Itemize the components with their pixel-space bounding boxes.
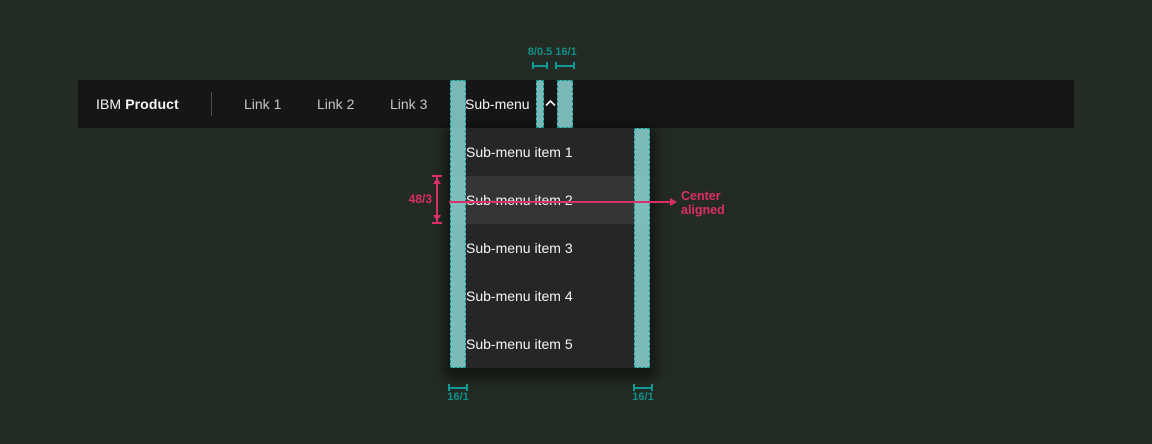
nav-link-3[interactable]: Link 3 (390, 96, 428, 112)
brand-product-name: Product (125, 96, 179, 112)
spacing-label-chevron-padding: 16/1 (555, 46, 577, 58)
spacing-strip-menu-left-padding (450, 80, 466, 368)
height-measure-arrow-down-icon (433, 215, 441, 221)
measure-bracket-top-gap (532, 62, 548, 69)
submenu-item-1[interactable]: Sub-menu item 1 (466, 144, 573, 160)
center-aligned-label: Center aligned (681, 189, 725, 217)
spacing-strip-text-to-chevron (536, 80, 544, 128)
nav-link-1[interactable]: Link 1 (244, 96, 282, 112)
nav-link-2[interactable]: Link 2 (317, 96, 355, 112)
submenu-item-2[interactable]: Sub-menu item 2 (450, 176, 650, 224)
brand-prefix: IBM (96, 96, 126, 112)
header-divider (211, 92, 212, 116)
submenu-item-3[interactable]: Sub-menu item 3 (466, 240, 573, 256)
spacing-label-text-to-chevron: 8/0.5 (527, 46, 553, 58)
center-aligned-label-line1: Center (681, 189, 721, 203)
callout-arrow-right-icon (670, 198, 677, 206)
chevron-up-icon[interactable] (545, 99, 556, 107)
height-measure-line (436, 176, 438, 224)
spacing-strip-menu-right-padding (634, 128, 650, 368)
measure-bracket-bottom-left (448, 384, 468, 391)
height-measure-arrow-up-icon (433, 178, 441, 184)
measure-bracket-bottom-right (633, 384, 653, 391)
item-height-label: 48/3 (408, 192, 432, 206)
height-measure-cap-bottom (432, 222, 442, 224)
submenu-trigger[interactable]: Sub-menu (465, 96, 530, 112)
measure-bracket-top-pad (555, 62, 575, 69)
submenu-item-4[interactable]: Sub-menu item 4 (466, 288, 573, 304)
center-aligned-callout-line (449, 201, 671, 203)
submenu-dropdown: Sub-menu item 1 Sub-menu item 2 Sub-menu… (450, 128, 650, 368)
center-aligned-label-line2: aligned (681, 203, 725, 217)
header-bar: IBM Product Link 1 Link 2 Link 3 Sub-men… (78, 80, 1074, 128)
spacing-label-menu-left-padding: 16/1 (447, 391, 469, 403)
submenu-item-5[interactable]: Sub-menu item 5 (466, 336, 573, 352)
spacing-label-menu-right-padding: 16/1 (632, 391, 654, 403)
spacing-strip-chevron-right-padding (557, 80, 573, 128)
brand-title[interactable]: IBM Product (96, 80, 179, 128)
